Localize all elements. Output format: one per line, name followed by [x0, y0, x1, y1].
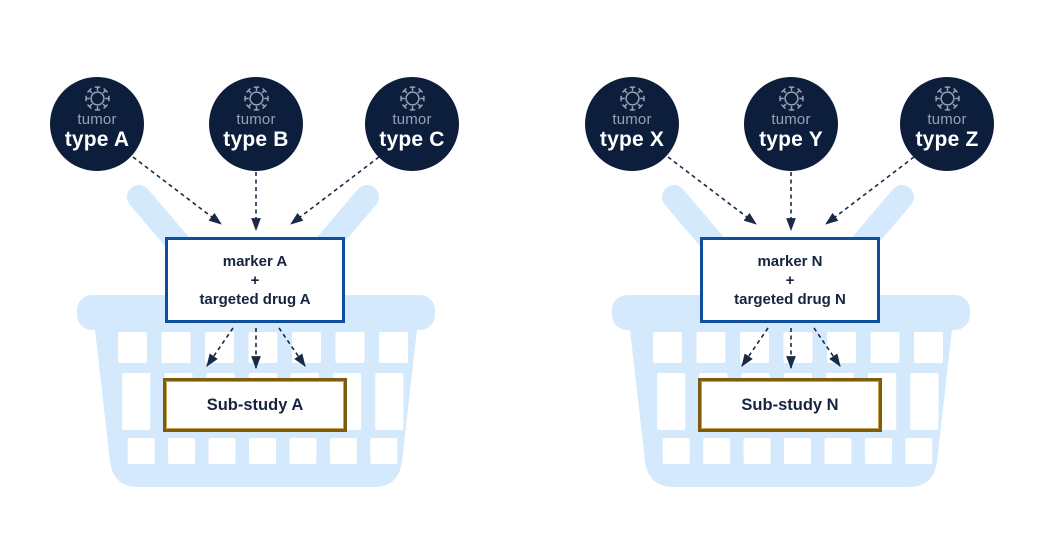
- basket-diagram-a: tumor type A tumor type B tumor type C m…: [0, 0, 512, 544]
- tumor-circle-subtext: tumor: [236, 111, 276, 128]
- tumor-circle-label: type Z: [915, 128, 979, 151]
- sub-study-label: Sub-study A: [206, 395, 304, 414]
- tumor-cell-icon: [84, 85, 111, 112]
- arrow-tumor3-to-marker: [825, 156, 915, 225]
- marker-box-line1: marker N: [757, 252, 823, 270]
- tumor-circle-subtext: tumor: [392, 111, 432, 128]
- arrow-tumor3-to-marker: [290, 156, 380, 225]
- tumor-circle-label: type Y: [759, 128, 823, 151]
- tumor-circle-subtext: tumor: [77, 111, 117, 128]
- hole-row-3: [127, 438, 398, 464]
- arrow-tumor1-to-marker: [667, 156, 757, 225]
- sub-study-box: Sub-study A: [163, 378, 347, 432]
- tumor-type-circle: tumor type C: [365, 77, 459, 171]
- tumor-circle-subtext: tumor: [927, 111, 967, 128]
- tumor-cell-icon: [619, 85, 646, 112]
- tumor-type-circle: tumor type Y: [744, 77, 838, 171]
- marker-box-plus: +: [785, 271, 795, 289]
- tumor-circle-label: type C: [379, 128, 445, 151]
- tumor-circle-label: type A: [64, 128, 130, 151]
- hole-row-3: [662, 438, 933, 464]
- arrow-marker-to-substudy-left: [741, 327, 769, 367]
- basket-diagram-n: tumor type X tumor type Y tumor type Z m…: [535, 0, 1047, 544]
- sub-study-label: Sub-study N: [741, 395, 839, 414]
- tumor-type-circle: tumor type B: [209, 77, 303, 171]
- marker-drug-box: marker N + targeted drug N: [700, 237, 880, 323]
- tumor-circle-subtext: tumor: [612, 111, 652, 128]
- arrow-marker-to-substudy-right: [813, 327, 841, 367]
- dashed-arrows: [667, 156, 915, 370]
- arrow-marker-to-substudy-right: [278, 327, 306, 367]
- tumor-type-circle: tumor type A: [50, 77, 144, 171]
- tumor-circle-subtext: tumor: [771, 111, 811, 128]
- sub-study-box: Sub-study N: [698, 378, 882, 432]
- tumor-cell-icon: [399, 85, 426, 112]
- tumor-cell-icon: [243, 85, 270, 112]
- tumor-cell-icon: [934, 85, 961, 112]
- hole-row-1: [118, 332, 408, 363]
- tumor-cell-icon: [778, 85, 805, 112]
- marker-drug-box: marker A + targeted drug A: [165, 237, 345, 323]
- arrow-marker-to-substudy-left: [206, 327, 234, 367]
- tumor-type-circle: tumor type Z: [900, 77, 994, 171]
- marker-box-line1: marker A: [222, 252, 288, 270]
- marker-box-line3: targeted drug A: [199, 290, 311, 308]
- tumor-circle-label: type X: [599, 128, 665, 151]
- tumor-circle-label: type B: [223, 128, 289, 151]
- marker-box-plus: +: [250, 271, 260, 289]
- hole-row-1: [653, 332, 943, 363]
- arrow-tumor1-to-marker: [132, 156, 222, 225]
- marker-box-line3: targeted drug N: [734, 290, 846, 308]
- tumor-type-circle: tumor type X: [585, 77, 679, 171]
- dashed-arrows: [132, 156, 380, 370]
